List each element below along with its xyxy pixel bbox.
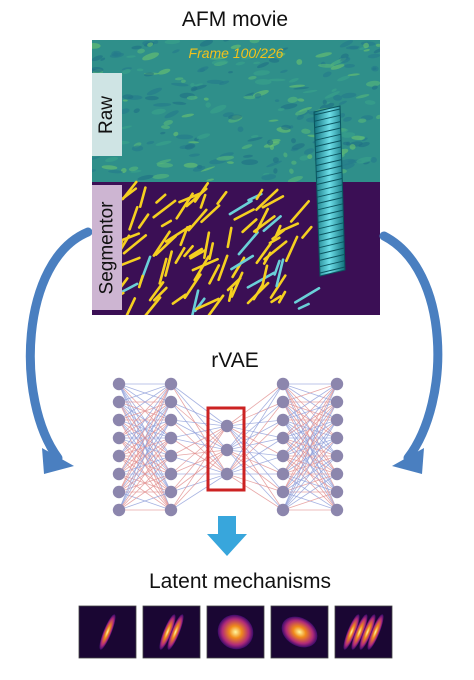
network-node	[113, 378, 125, 390]
network-edge	[227, 420, 283, 426]
network-edge	[227, 426, 283, 474]
down-arrow	[207, 516, 247, 556]
network-node	[221, 420, 233, 432]
raw-texture-speck	[176, 135, 193, 140]
network-node	[113, 414, 125, 426]
latent-mechanisms-title: Latent mechanisms	[80, 570, 400, 594]
raw-texture-speck	[269, 79, 286, 82]
latent-thumbnail-single-stripe	[79, 606, 136, 658]
latent-thumbnails	[79, 606, 392, 658]
network-node	[277, 414, 289, 426]
raw-texture-speck	[145, 96, 159, 100]
network-edge	[227, 450, 283, 456]
latent-thumbnail-oval-blob	[271, 606, 328, 658]
latent-thumbnail-double-stripe	[143, 606, 200, 658]
frame-counter: Frame 100/226	[92, 45, 380, 61]
network-node	[331, 486, 343, 498]
network-node	[221, 444, 233, 456]
rvae-title: rVAE	[170, 349, 300, 373]
network-node	[331, 432, 343, 444]
latent-thumbnail-bright-blob	[207, 606, 264, 658]
network-edge	[171, 420, 227, 426]
network-node	[277, 378, 289, 390]
network-node	[165, 450, 177, 462]
network-node	[165, 414, 177, 426]
network-edge	[171, 426, 227, 456]
raw-label-text: Raw	[96, 95, 118, 133]
latent-thumbnail-multi-stripe	[335, 606, 392, 658]
network-node	[331, 450, 343, 462]
network-node	[277, 396, 289, 408]
raw-texture-speck	[123, 100, 128, 102]
network-node	[277, 468, 289, 480]
network-edge	[227, 426, 283, 456]
left-curved-arrow	[30, 232, 88, 458]
network-edge	[227, 402, 283, 426]
raw-texture-speck	[122, 94, 133, 99]
network-edge	[171, 384, 227, 426]
network-edge	[227, 474, 283, 510]
network-edge	[227, 384, 283, 426]
network-node	[113, 504, 125, 516]
network-node	[113, 486, 125, 498]
network-edge	[171, 420, 227, 450]
right-curved-arrow	[384, 236, 438, 458]
network-nodes	[113, 378, 343, 516]
network-node	[165, 486, 177, 498]
network-edge	[227, 450, 283, 474]
network-node	[277, 432, 289, 444]
network-edge	[171, 474, 227, 510]
network-node	[331, 504, 343, 516]
network-node	[221, 468, 233, 480]
segmentor-label-text: Segmentor	[96, 201, 118, 294]
network-edge	[171, 426, 227, 474]
segmentor-label: Segmentor	[92, 185, 122, 310]
network-node	[331, 378, 343, 390]
network-node	[165, 378, 177, 390]
network-node	[113, 450, 125, 462]
network-edge	[171, 450, 227, 474]
network-node	[165, 468, 177, 480]
network-node	[165, 432, 177, 444]
network-edge	[171, 402, 227, 426]
network-node	[113, 396, 125, 408]
raw-texture-speck	[255, 79, 272, 85]
network-node	[165, 504, 177, 516]
raw-label: Raw	[92, 73, 122, 156]
network-node	[331, 468, 343, 480]
network-node	[331, 396, 343, 408]
network-edge	[171, 450, 227, 456]
fibril-3d-model	[314, 106, 345, 276]
afm-movie-title: AFM movie	[90, 8, 380, 32]
raw-texture-speck	[137, 69, 144, 72]
network-edge	[227, 384, 283, 474]
raw-texture-speck	[281, 125, 291, 130]
network-node	[113, 468, 125, 480]
network-edge	[227, 420, 283, 450]
network-node	[277, 486, 289, 498]
network-node	[113, 432, 125, 444]
network-edge	[171, 384, 227, 474]
network-node	[331, 414, 343, 426]
afm-image	[84, 37, 383, 320]
network-node	[165, 396, 177, 408]
network-node	[277, 450, 289, 462]
network-node	[277, 504, 289, 516]
